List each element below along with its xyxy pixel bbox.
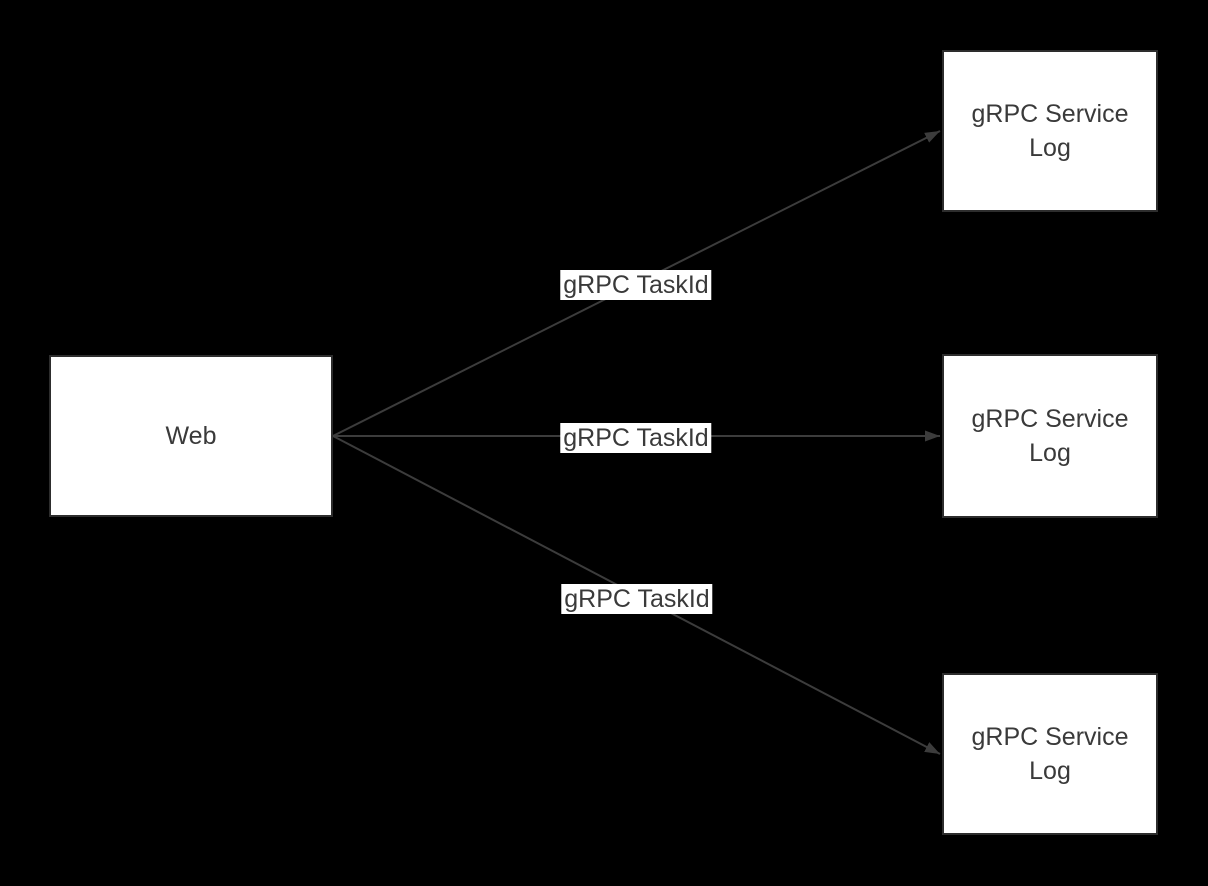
node-web-label: Web xyxy=(165,422,217,450)
edge-label-grpc-taskid-2[interactable]: gRPC TaskId xyxy=(560,423,712,453)
node-web[interactable]: Web xyxy=(49,355,333,517)
node-grpc-service-log-2-label: gRPC Service Log xyxy=(971,405,1129,467)
edge-label-grpc-taskid-3[interactable]: gRPC TaskId xyxy=(561,584,713,614)
node-grpc-service-log-2[interactable]: gRPC Service Log xyxy=(942,354,1158,518)
node-grpc-service-log-3-label: gRPC Service Log xyxy=(971,723,1129,785)
node-grpc-service-log-3[interactable]: gRPC Service Log xyxy=(942,673,1158,835)
edge-label-grpc-taskid-1[interactable]: gRPC TaskId xyxy=(560,270,712,300)
node-grpc-service-log-1-label: gRPC Service Log xyxy=(971,100,1129,162)
node-grpc-service-log-1[interactable]: gRPC Service Log xyxy=(942,50,1158,212)
